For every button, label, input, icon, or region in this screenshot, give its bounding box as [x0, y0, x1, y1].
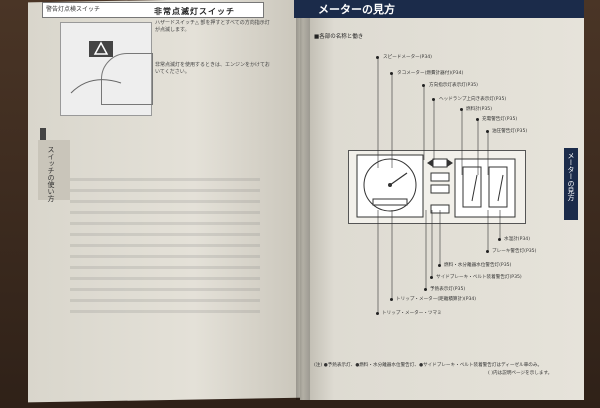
callout-brake-warning: ブレーキ警告灯(P35)	[492, 249, 537, 254]
callout-dot	[390, 72, 393, 75]
left-side-tab-label: スイッチの使い方	[47, 146, 55, 202]
steering-wheel-illustration	[101, 53, 153, 105]
callout-water-separator: 燃料・水分離器水位警告灯(P35)	[444, 263, 512, 268]
callout-dot	[376, 312, 379, 315]
hazard-icon	[70, 41, 122, 94]
cluster-drawing	[356, 154, 516, 218]
callout-dot	[376, 56, 379, 59]
callout-trip-knob: トリップ・メーター・ツマミ	[382, 311, 442, 316]
callout-dot	[422, 84, 425, 87]
instrument-cluster	[348, 150, 526, 224]
callout-fuel-gauge: 燃料計(P35)	[466, 107, 492, 112]
callout-dot	[486, 130, 489, 133]
left-page-title: 非常点滅灯スイッチ	[154, 7, 235, 16]
left-page-header-box	[42, 2, 264, 18]
hazard-switch-illustration	[60, 22, 153, 116]
callout-dot	[438, 264, 441, 267]
callout-dot	[460, 108, 463, 111]
callout-dot	[424, 288, 427, 291]
footnote-page-ref: ( )内は説明ページを示します。	[488, 371, 553, 376]
callout-high-beam: ヘッドランプ上向き表示灯(P35)	[439, 97, 507, 102]
section-label: ■各部の名称と働き	[314, 34, 364, 40]
callout-dot	[432, 98, 435, 101]
callout-water-temp: 水温計(P34)	[504, 237, 530, 242]
callout-dot	[476, 118, 479, 121]
callout-belt-warning: サイドブレーキ・ベルト装着警告灯(P35)	[436, 275, 522, 280]
callout-charge-warning: 充電警告灯(P35)	[482, 117, 518, 122]
book-spine	[296, 0, 310, 400]
right-title-bar	[294, 0, 584, 18]
right-page-title: メーターの見方	[318, 3, 395, 16]
callout-dot	[498, 238, 501, 241]
callout-dot	[390, 298, 393, 301]
callout-dot	[486, 250, 489, 253]
left-side-tab	[38, 140, 70, 200]
right-side-tab-label: メーターの見方	[567, 152, 575, 201]
callout-trip-meter: トリップ・メーター(距離積算計)(P34)	[396, 297, 477, 302]
left-body-text: ハザードスイッチ△ 部を押すとすべての方向指示灯が点滅します。	[155, 20, 270, 33]
bleed-through-text	[70, 170, 260, 380]
callout-oil-warning: 油圧警告灯(P35)	[492, 129, 528, 134]
footnote: (注) ●予熱表示灯、●燃料・水分離器水位警告灯、●サイドブレーキ・ベルト装着警…	[314, 363, 543, 368]
left-note-text: 非常点滅灯を使用するときは、エンジンをかけておいてください。	[155, 62, 270, 75]
callout-glow-indicator: 予熱表示灯(P35)	[430, 287, 466, 292]
callout-dot	[430, 276, 433, 279]
left-tab-marker	[40, 128, 46, 140]
callout-speedometer: スピードメーター(P34)	[383, 55, 432, 60]
right-side-tab	[564, 148, 578, 220]
left-header-label: 警告灯点検スイッチ	[46, 6, 101, 13]
callout-tachometer: タコメーター(燃費計器付)(P34)	[397, 71, 464, 76]
callout-turn-signal: 方向指示灯表示灯(P35)	[429, 83, 478, 88]
